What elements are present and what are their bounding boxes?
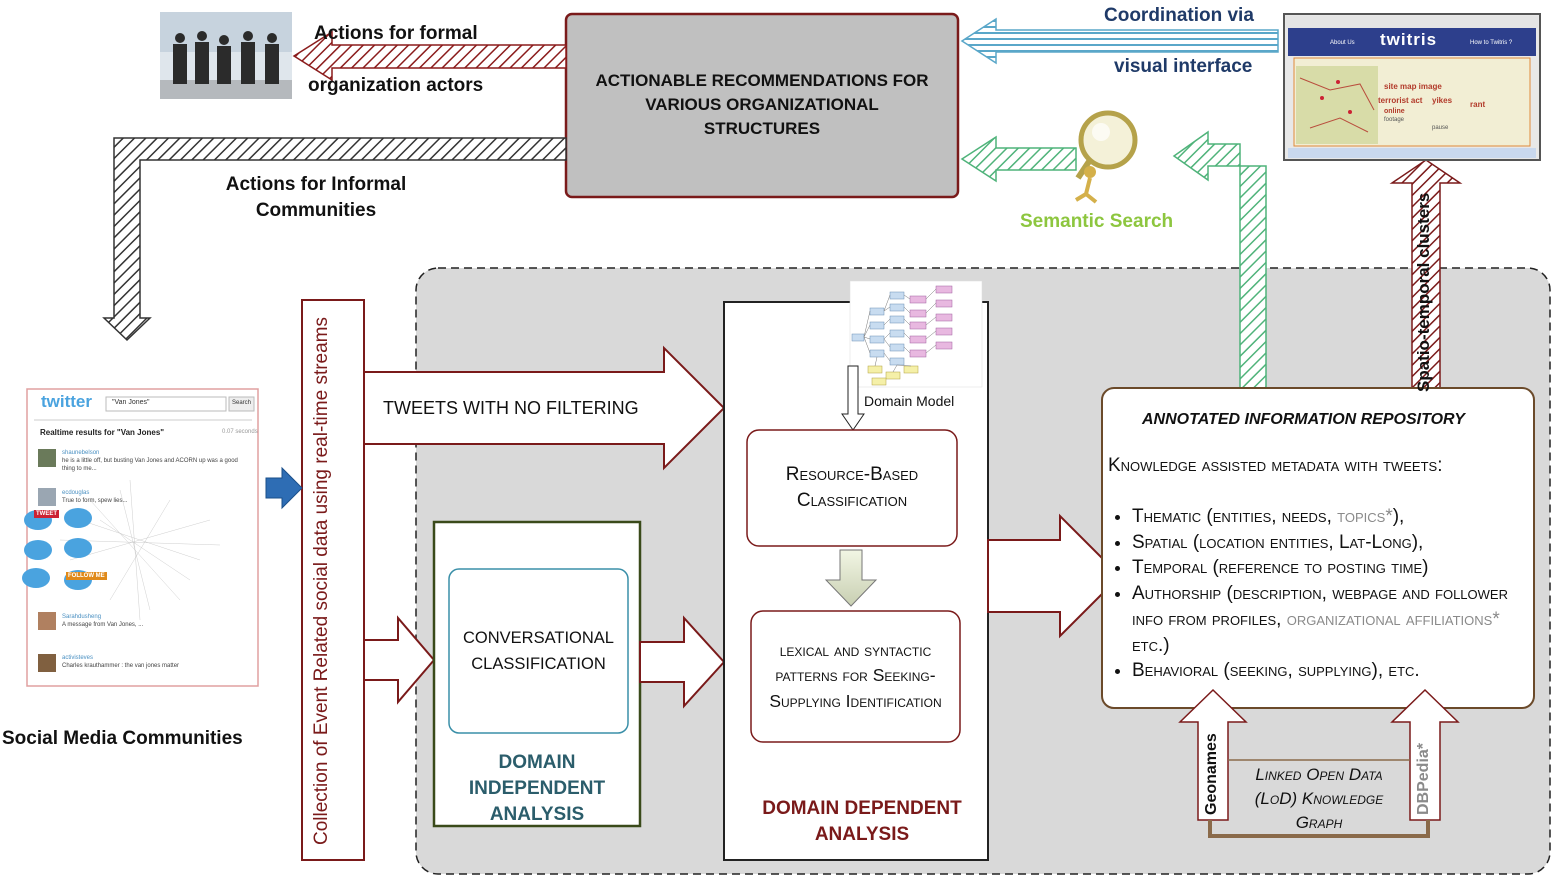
repository-item-behavioral: Behavioral (seeking, supplying), etc.: [1132, 658, 1528, 684]
twitter-tweet-2-user: ecdouglas: [62, 490, 90, 496]
twitris-tag-1: site map image: [1384, 82, 1442, 91]
collection-label: Collection of Event Related social data …: [311, 316, 332, 846]
resource-to-lexical-arrow: [824, 549, 878, 607]
twitter-tweet-3-user: Sarahdusheng: [62, 614, 102, 620]
repository-item-authorship: Authorship (description, webpage and fol…: [1132, 581, 1528, 658]
twitris-nav-how: How to Twitris ?: [1470, 40, 1513, 46]
formal-actions-label-2: organization actors: [308, 75, 484, 96]
twitter-tweet-1-user: shaunebelson: [62, 450, 100, 456]
dependent-to-repository-arrow: [987, 513, 1122, 639]
domain-model-arrow: [841, 365, 865, 431]
coordination-label-1: Coordination via: [1104, 5, 1254, 26]
informal-actions-label: Actions for Informal Communities: [225, 174, 407, 221]
spatio-temporal-label: Spatio-temporal clusters: [1414, 192, 1433, 392]
twitris-tag-7: pause: [1432, 125, 1449, 131]
spatio-temporal-arrow: [1389, 159, 1463, 391]
twitter-search-input: "Van Jones": [112, 399, 150, 406]
dbpedia-arrow: [1390, 688, 1460, 821]
twitter-tweet-2-text: True to form, spew lies...: [62, 498, 128, 504]
follow-me-badge: FOLLOW ME: [66, 572, 107, 580]
recommendations-text: ACTIONABLE RECOMMENDATIONS FOR VARIOUS O…: [595, 71, 929, 138]
no-filtering-arrow: [363, 345, 726, 471]
conversational-box: [448, 568, 629, 734]
coordination-arrow: [960, 17, 1279, 65]
geonames-label: Geonames: [1203, 733, 1220, 815]
twitter-tweet-4-text: Charles krauthammer : the van jones matt…: [62, 663, 180, 669]
repository-item-temporal: Temporal (reference to posting time): [1132, 555, 1528, 581]
domain-dependent-label: DOMAIN DEPENDENT ANALYSIS: [762, 798, 962, 845]
repository-item-thematic: Thematic (entities, needs, topics*),: [1132, 504, 1528, 530]
repository-intro: Knowledge assisted metadata with tweets:: [1108, 455, 1443, 476]
repository-title: ANNOTATED INFORMATION REPOSITORY: [1142, 411, 1465, 428]
resource-based-classification-text: Resource-Based Classification: [785, 464, 919, 511]
informal-actions-arrow: [102, 137, 567, 342]
dbpedia-label: DBPedia*: [1415, 742, 1432, 815]
tweet-badge: TWEET: [34, 510, 59, 518]
domain-model-nodes: [851, 285, 953, 386]
lexical-patterns-text: lexical and syntactic patterns for Seeki…: [769, 639, 942, 711]
repository-item-spatial: Spatial (location entities, Lat-Long),: [1132, 530, 1528, 556]
twitter-results-time: 0.07 seconds: [222, 429, 258, 435]
twitris-tag-2: terrorist act: [1378, 96, 1423, 105]
twitris-tag-4: rant: [1470, 100, 1486, 109]
twitter-logo: twitter: [41, 392, 92, 411]
repository-list: Thematic (entities, needs, topics*), Spa…: [1108, 504, 1528, 684]
repository-box: [1101, 387, 1535, 709]
business-people-photo: [160, 12, 292, 99]
twitris-screenshot: [1283, 13, 1541, 161]
lod-bracket: [1208, 820, 1430, 838]
domain-independent-label: DOMAIN INDEPENDENT ANALYSIS: [468, 752, 606, 825]
twitris-tag-5: online: [1384, 108, 1405, 115]
twitris-tag-6: footage: [1384, 117, 1405, 123]
semantic-search-arrow: [960, 135, 1077, 183]
twitter-tweet-1-text: he is a little off, but busting Van Jone…: [62, 458, 238, 472]
resource-based-box: [746, 429, 958, 547]
twitter-tweet-4-user: activisteves: [62, 655, 94, 661]
twitris-tag-3: yikes: [1432, 96, 1453, 105]
blue-input-arrow: [265, 466, 303, 510]
lexical-box: [750, 610, 961, 743]
geonames-arrow: [1178, 688, 1248, 821]
twitris-nav-about: About Us: [1330, 40, 1355, 46]
twitter-screenshot: [22, 388, 259, 687]
collection-box: [301, 299, 365, 861]
twitter-tweet-3-text: A message from Van Jones, ...: [62, 622, 144, 628]
to-conversational-arrow: [363, 615, 436, 705]
coordination-label-2: visual interface: [1114, 56, 1253, 77]
tweets-no-filtering-label: TWEETS WITH NO FILTERING: [383, 398, 639, 418]
twitter-search-button: Search: [232, 400, 252, 406]
lod-knowledge-graph-label: Linked Open Data (LoD) Knowledge Graph: [1254, 765, 1384, 832]
repository-to-search-arrow: [1172, 130, 1267, 391]
semantic-search-label: Semantic Search: [1020, 211, 1174, 232]
formal-actions-arrow: [292, 30, 567, 82]
conversational-classification-text: CONVERSATIONAL CLASSIFICATION: [463, 629, 614, 673]
formal-actions-label-1: Actions for formal: [314, 23, 478, 44]
social-media-communities-label: Social Media Communities: [2, 728, 243, 749]
independent-to-dependent-arrow: [639, 615, 726, 709]
domain-model-label: Domain Model: [864, 393, 955, 409]
magnifier-icon: [1074, 110, 1138, 204]
twitter-results-header: Realtime results for "Van Jones": [40, 428, 165, 437]
recommendations-box: [564, 12, 960, 199]
twitris-logo: twitris: [1380, 30, 1438, 49]
